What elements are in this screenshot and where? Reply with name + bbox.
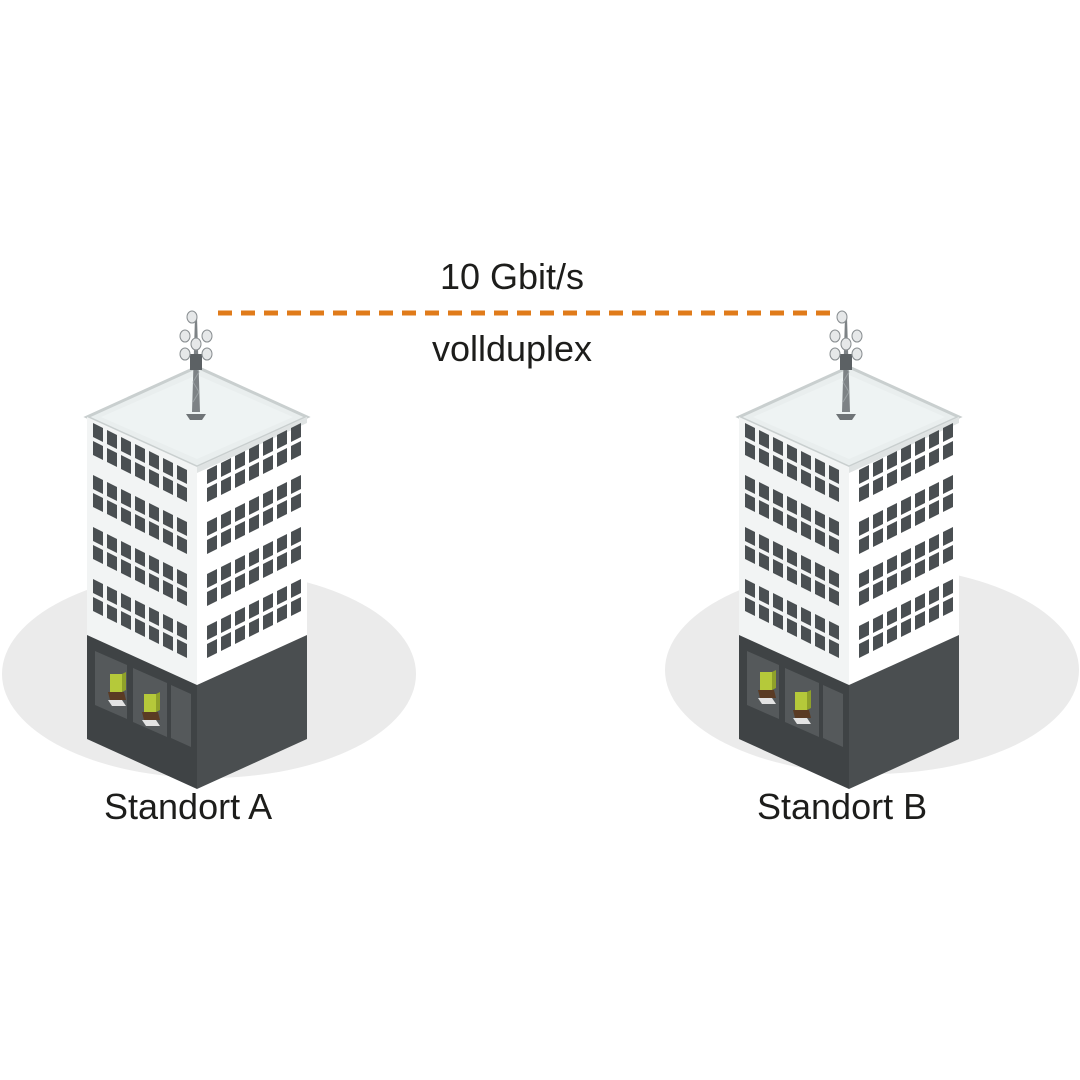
link-speed-label: 10 Gbit/s bbox=[0, 256, 1024, 298]
office-building-icon bbox=[739, 367, 959, 789]
site-b-label: Standort B bbox=[757, 786, 927, 828]
link-mode-label: vollduplex bbox=[0, 328, 1024, 370]
office-building-icon bbox=[87, 367, 307, 789]
site-a-label: Standort A bbox=[104, 786, 272, 828]
